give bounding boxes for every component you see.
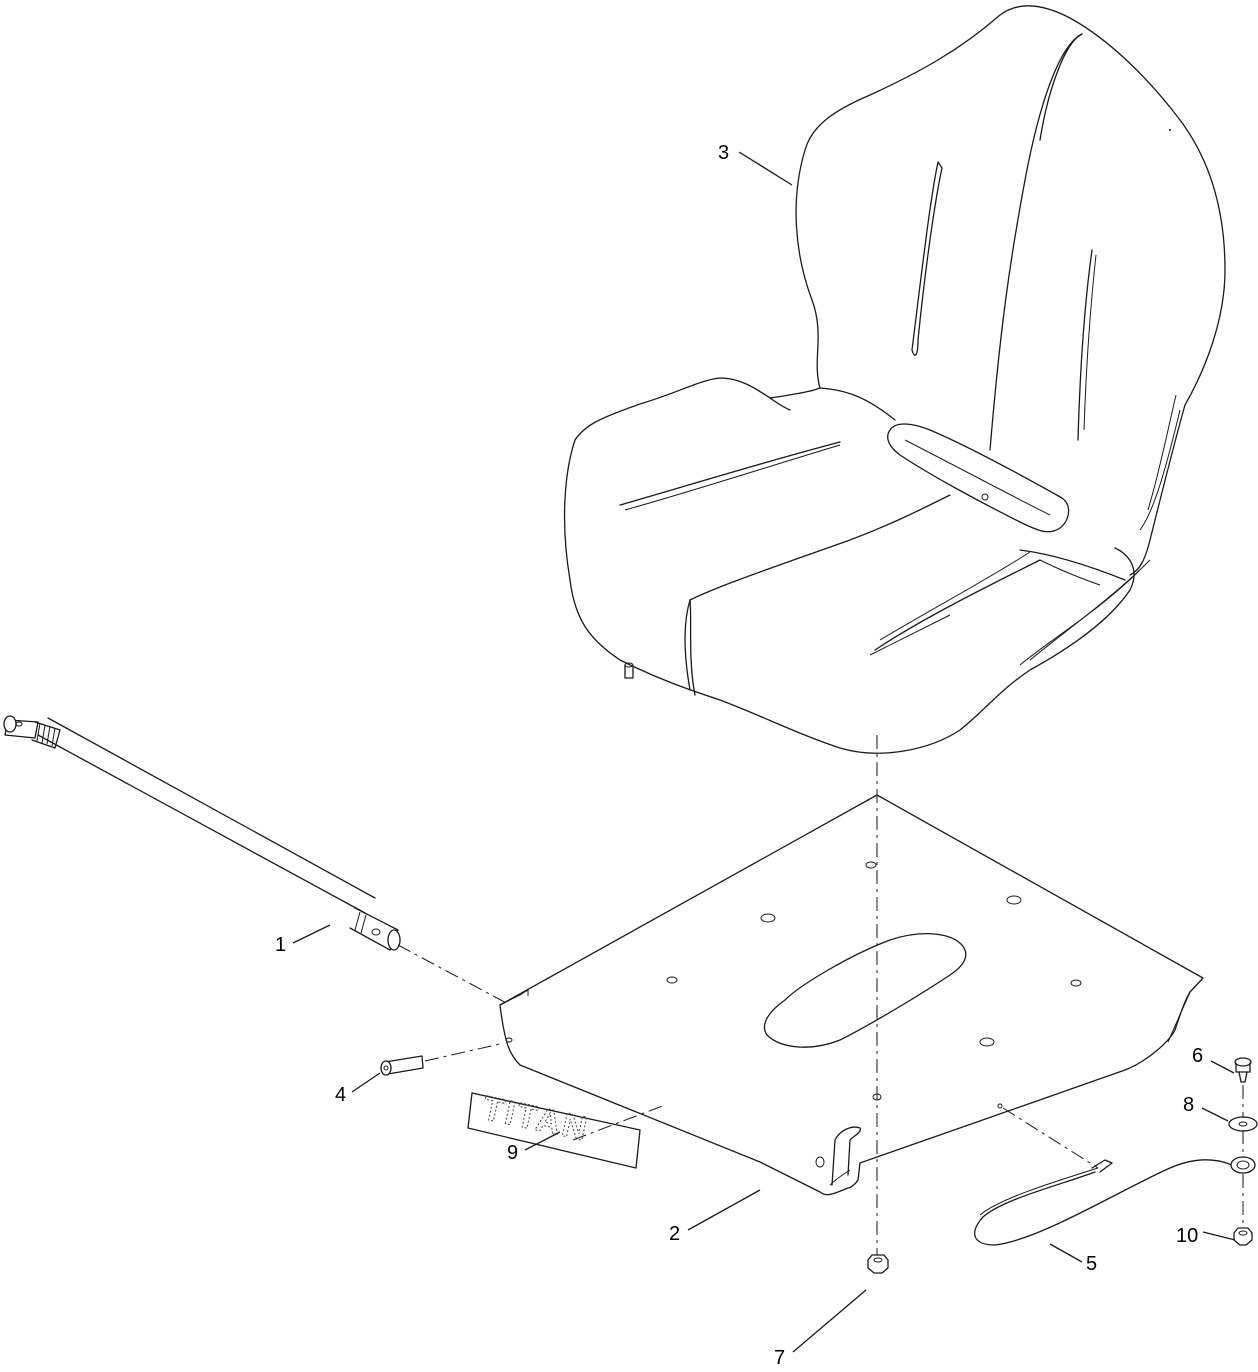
callout-7: 7 (774, 1347, 785, 1369)
callout-5: 5 (1086, 1253, 1097, 1275)
decal-text: TITAN (479, 1089, 592, 1149)
seat-bolster (887, 423, 1070, 533)
cable (974, 1156, 1256, 1246)
callout-4: 4 (335, 1084, 346, 1106)
pin-head (380, 1060, 392, 1076)
cable-eyelet (1230, 1156, 1256, 1174)
seat-plate (499, 794, 1204, 1196)
leaders (292, 151, 1236, 1353)
seat-plate-outline (499, 794, 1204, 1196)
rod (3, 715, 401, 951)
seat-backrest-outline (795, 5, 1226, 406)
plate-hole (505, 1037, 513, 1043)
callout-8: 8 (1183, 1094, 1194, 1116)
bolt (1234, 1057, 1252, 1083)
plate-hole (666, 976, 678, 984)
callout-9: 9 (507, 1142, 518, 1164)
seat (563, 5, 1226, 754)
callout-3: 3 (718, 142, 729, 164)
seat-left-groove (911, 161, 943, 356)
seat-stud (624, 664, 634, 679)
seat-right-groove (1077, 249, 1093, 441)
plate-hole (865, 861, 877, 869)
nut-10 (1233, 1227, 1253, 1246)
plate-hole (760, 913, 776, 923)
callout-1: 1 (275, 934, 286, 956)
washer-body (1228, 1116, 1258, 1132)
centerlines (397, 735, 1244, 1255)
callout-6: 6 (1192, 1045, 1203, 1067)
callout-2: 2 (669, 1223, 680, 1245)
pin (380, 1055, 424, 1076)
washer (1228, 1116, 1258, 1132)
decal: TITAN (467, 1089, 641, 1169)
seat-cushion-outline (563, 377, 896, 581)
seat-plate-slot (763, 933, 967, 1048)
plate-hole (979, 1037, 995, 1047)
cable-wire (974, 1159, 1233, 1246)
seat-backrest-seam (989, 33, 1083, 451)
plate-latch (831, 1126, 861, 1186)
rod-body (37, 717, 376, 914)
plate-hole (1070, 979, 1082, 987)
callout-10: 10 (1176, 1225, 1198, 1247)
callout-labels: 3 1 4 9 2 5 6 8 10 7 (275, 142, 1203, 1369)
plate-hole (1006, 895, 1022, 905)
nut-7 (867, 1254, 889, 1274)
decal-plate (467, 1092, 641, 1169)
